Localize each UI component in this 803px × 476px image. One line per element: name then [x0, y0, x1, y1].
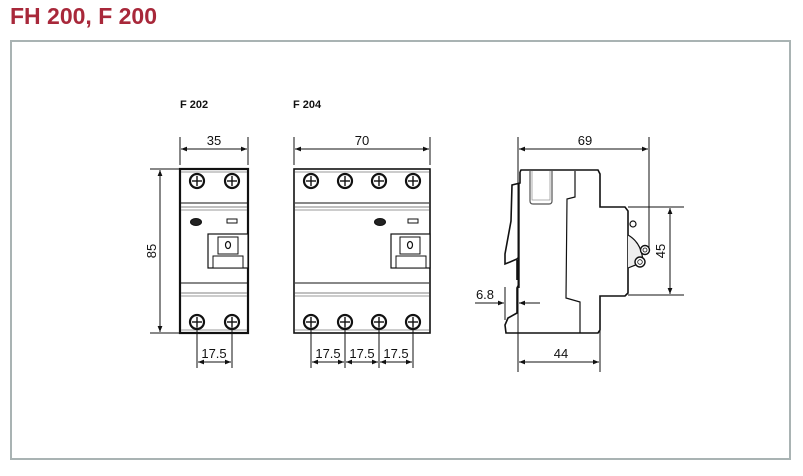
f204-terminal-screw-top-1	[302, 172, 320, 190]
f204-terminal-screw-bottom-3	[370, 313, 388, 331]
f204-indicator-window	[407, 218, 419, 224]
f204-terminal-screw-bottom-4	[404, 313, 422, 331]
f202-front-view: F 202 35 85	[144, 99, 250, 368]
side-outline	[504, 169, 629, 334]
side-view: 69 45 6.8 44	[475, 133, 684, 372]
side-rail-offset-dim: 6.8	[476, 287, 494, 302]
f204-terminal-screw-bottom-1	[302, 313, 320, 331]
f202-width-dim: 35	[207, 133, 221, 148]
f202-terminal-screw-top-2	[223, 172, 241, 190]
side-toggle-lever-icon	[627, 220, 651, 269]
f204-width-dim: 70	[355, 133, 369, 148]
f204-terminal-screw-top-2	[336, 172, 354, 190]
f204-pitch-dim-3: 17.5	[383, 346, 408, 361]
f204-test-button-icon	[374, 218, 386, 226]
side-rail-depth-dim: 44	[554, 346, 568, 361]
f204-terminal-screw-bottom-2	[336, 313, 354, 331]
f202-indicator-window	[226, 218, 238, 224]
f202-toggle-lever	[207, 233, 249, 269]
side-depth-dim: 69	[578, 133, 592, 148]
f202-terminal-screw-top-1	[188, 172, 206, 190]
f202-terminal-screw-bottom-1	[188, 313, 206, 331]
f204-front-view: F 204 70	[293, 99, 431, 368]
f204-terminal-screw-top-3	[370, 172, 388, 190]
f202-height-dim: 85	[144, 244, 159, 258]
f202-label: F 202	[180, 99, 208, 111]
page-title: FH 200, F 200	[10, 3, 158, 29]
f204-label: F 204	[293, 99, 322, 111]
f202-terminal-screw-bottom-2	[223, 313, 241, 331]
f204-terminal-screw-top-4	[404, 172, 422, 190]
f202-test-button-icon	[190, 218, 202, 226]
f204-toggle-lever	[390, 233, 431, 269]
f204-pitch-dim-1: 17.5	[315, 346, 340, 361]
f204-pitch-dim-2: 17.5	[349, 346, 374, 361]
f202-pitch-dim: 17.5	[201, 346, 226, 361]
side-front-height-dim: 45	[653, 244, 668, 258]
